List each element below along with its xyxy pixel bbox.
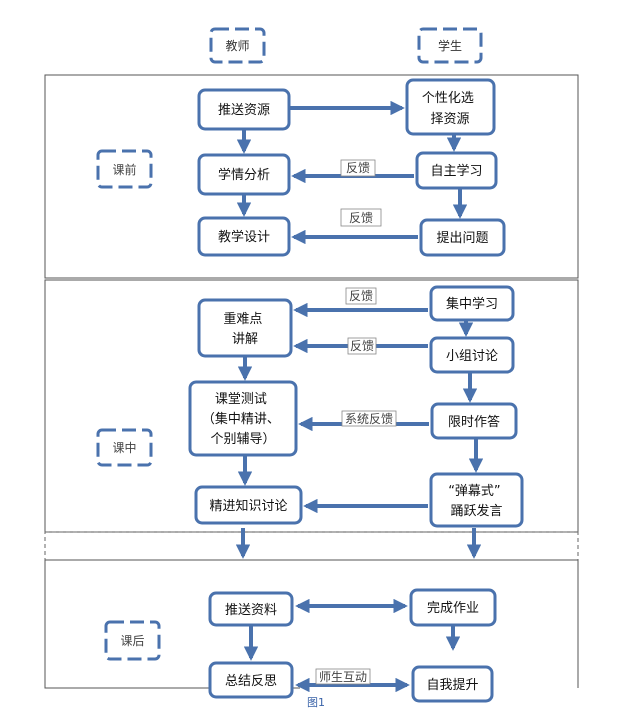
node-self-study-label: 自主学习 [430, 163, 482, 179]
node-class-test-label: 课堂测试 （集中精讲、 个别辅导） [202, 392, 284, 447]
feedback-label-box-3 [345, 287, 377, 305]
stage-label-post: 课后 [120, 634, 144, 648]
node-key-points-label: 重难点 讲解 [223, 311, 266, 347]
node-summary-reflection [208, 661, 294, 699]
node-focus-study-label: 集中学习 [446, 296, 498, 312]
node-learning-analysis-label: 学情分析 [218, 167, 270, 183]
stage-label-pre: 课前 [112, 162, 136, 177]
interaction-label: 师生互动 [319, 670, 367, 684]
node-complete-homework-label: 完成作业 [427, 601, 479, 616]
role-label-student: 学生 [438, 38, 462, 53]
node-precise-discussion-label: 精进知识讨论 [209, 498, 287, 514]
node-choose-resources-label: 个性化选 择资源 [422, 91, 478, 127]
figure-caption: 图1 [307, 696, 325, 709]
section-divider-band [44, 531, 579, 561]
node-push-resources-label: 推送资源 [218, 103, 270, 118]
section-frame-pre [44, 74, 579, 279]
node-key-points [197, 298, 293, 358]
node-precise-discussion [194, 485, 303, 525]
feedback-label-3: 反馈 [349, 289, 373, 303]
node-teaching-design-label: 教学设计 [218, 229, 270, 245]
feedback-label-4: 反馈 [350, 339, 374, 353]
node-focus-study [429, 285, 515, 322]
feedback-label-box-5 [341, 410, 397, 427]
node-choose-resources [405, 78, 496, 136]
node-group-discussion-label: 小组讨论 [446, 349, 498, 364]
stage-box-pre [96, 149, 153, 189]
feedback-label-box-2 [340, 208, 382, 227]
stage-label-in: 课中 [112, 440, 136, 455]
role-box-teacher [209, 27, 266, 64]
node-danmaku-label: “弹幕式” 踊跃发言 [448, 484, 505, 519]
stage-box-in [96, 428, 153, 467]
feedback-label-1: 反馈 [346, 161, 370, 175]
node-self-study [415, 151, 498, 190]
feedback-label-2: 反馈 [349, 211, 373, 225]
stage-box-post [104, 620, 161, 661]
node-push-materials-label: 推送资料 [225, 603, 277, 618]
node-teaching-design [197, 216, 291, 257]
interaction-label-box [315, 668, 371, 685]
feedback-label-5: 系统反馈 [345, 412, 393, 426]
node-self-improvement-label: 自我提升 [426, 677, 478, 693]
node-raise-question [419, 218, 506, 257]
feedback-label-box-4 [347, 337, 377, 355]
node-summary-reflection-label: 总结反思 [225, 674, 277, 689]
node-raise-question-label: 提出问题 [436, 230, 488, 246]
node-self-improvement [411, 665, 494, 703]
role-label-teacher: 教师 [225, 38, 249, 53]
node-danmaku [429, 472, 524, 528]
role-box-student [417, 27, 483, 64]
feedback-label-box-1 [340, 159, 376, 177]
node-timed-answer-label: 限时作答 [448, 414, 500, 430]
